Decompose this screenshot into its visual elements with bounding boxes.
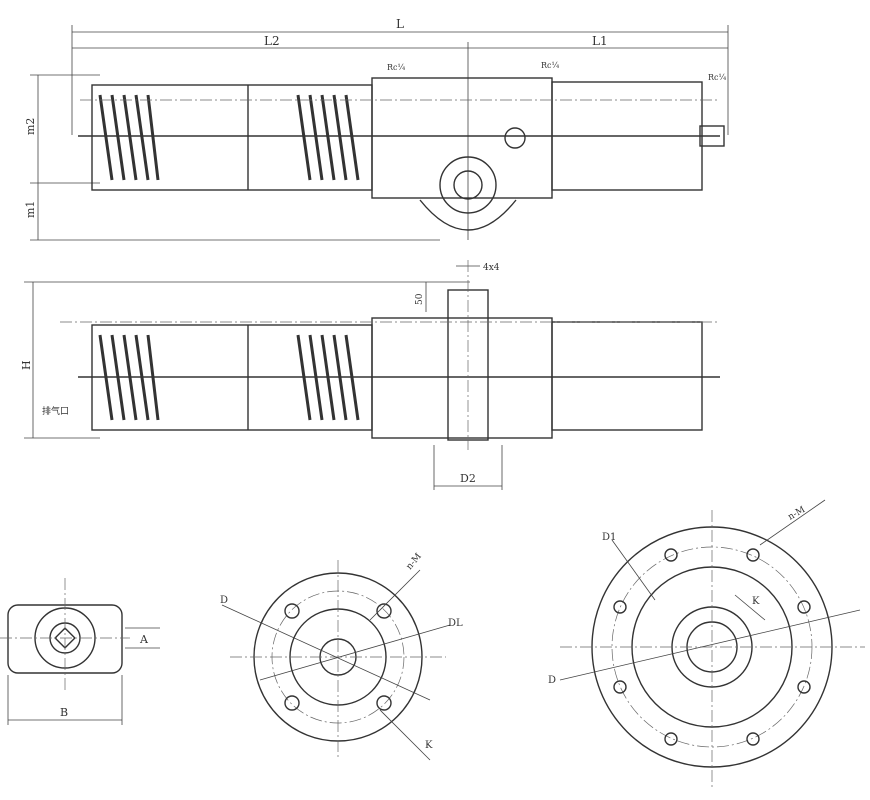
dim-4x4: 4x4 [483, 263, 500, 273]
port-label-2: Rc¼ [541, 61, 560, 70]
flange-large-D: D [548, 675, 556, 686]
dim-L2: L2 [264, 34, 280, 48]
dim-H: H [20, 360, 33, 370]
dim-L: L [396, 17, 404, 31]
flange-small-nM: n-M [405, 552, 424, 572]
dim-B: B [60, 706, 68, 719]
top-view: L L2 L1 m2 m1 Rc¼ Rc¼ Rc¼ [24, 17, 729, 241]
dim-50: 50 [415, 293, 425, 305]
dim-m1: m1 [24, 201, 37, 218]
exhaust-label: 排气口 [42, 405, 69, 417]
flange-large-D1: D1 [602, 532, 616, 543]
dim-L1: L1 [592, 34, 608, 48]
flange-large-K: K [752, 596, 760, 607]
front-view: H 50 4x4 排气口 D2 [20, 260, 720, 490]
port-label-3: Rc¼ [708, 73, 727, 82]
flange-small: D DL n-M K [220, 552, 463, 761]
flange-large: D1 D n-M K [548, 499, 865, 790]
flange-small-D: D [220, 595, 228, 606]
flange-small-DL: DL [448, 618, 463, 629]
flange-small-K: K [425, 740, 433, 751]
dim-D2: D2 [460, 472, 476, 485]
port-label-1: Rc¼ [387, 63, 406, 72]
drive-view: B A [0, 578, 160, 725]
dim-A: A [139, 633, 149, 646]
dim-m2: m2 [24, 118, 37, 135]
